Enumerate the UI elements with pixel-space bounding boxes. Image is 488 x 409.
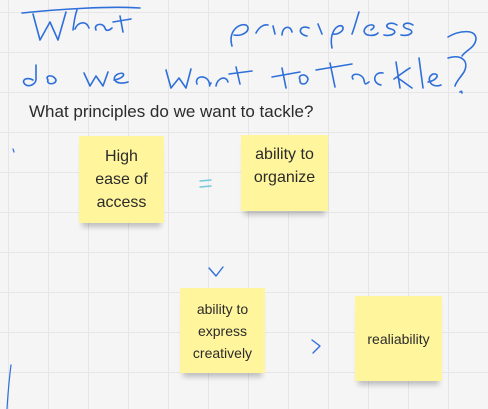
sticky-note-ability-to-express-creatively[interactable]: ability to express creatively bbox=[180, 288, 265, 373]
ink-margin-stroke[interactable] bbox=[6, 364, 12, 409]
sticky-note-ability-to-organize[interactable]: ability to organize bbox=[241, 135, 328, 211]
sticky-note-realiability[interactable]: realiability bbox=[355, 296, 442, 381]
equals-connector[interactable] bbox=[198, 178, 214, 190]
board-title[interactable]: What principles do we want to tackle? bbox=[29, 102, 314, 121]
sticky-note-high-ease-of-access[interactable]: High ease of access bbox=[79, 136, 164, 223]
sticky-note-text: High ease of access bbox=[95, 148, 148, 211]
handwritten-heading-ink[interactable] bbox=[21, 6, 477, 94]
sticky-note-text: ability to express creatively bbox=[192, 300, 253, 361]
sticky-note-text: realiability bbox=[367, 330, 430, 347]
sticky-note-text: ability to organize bbox=[253, 146, 316, 186]
right-arrow-connector[interactable] bbox=[309, 338, 323, 356]
down-arrow-connector[interactable] bbox=[207, 265, 225, 279]
ink-dot-mark[interactable] bbox=[12, 148, 15, 153]
